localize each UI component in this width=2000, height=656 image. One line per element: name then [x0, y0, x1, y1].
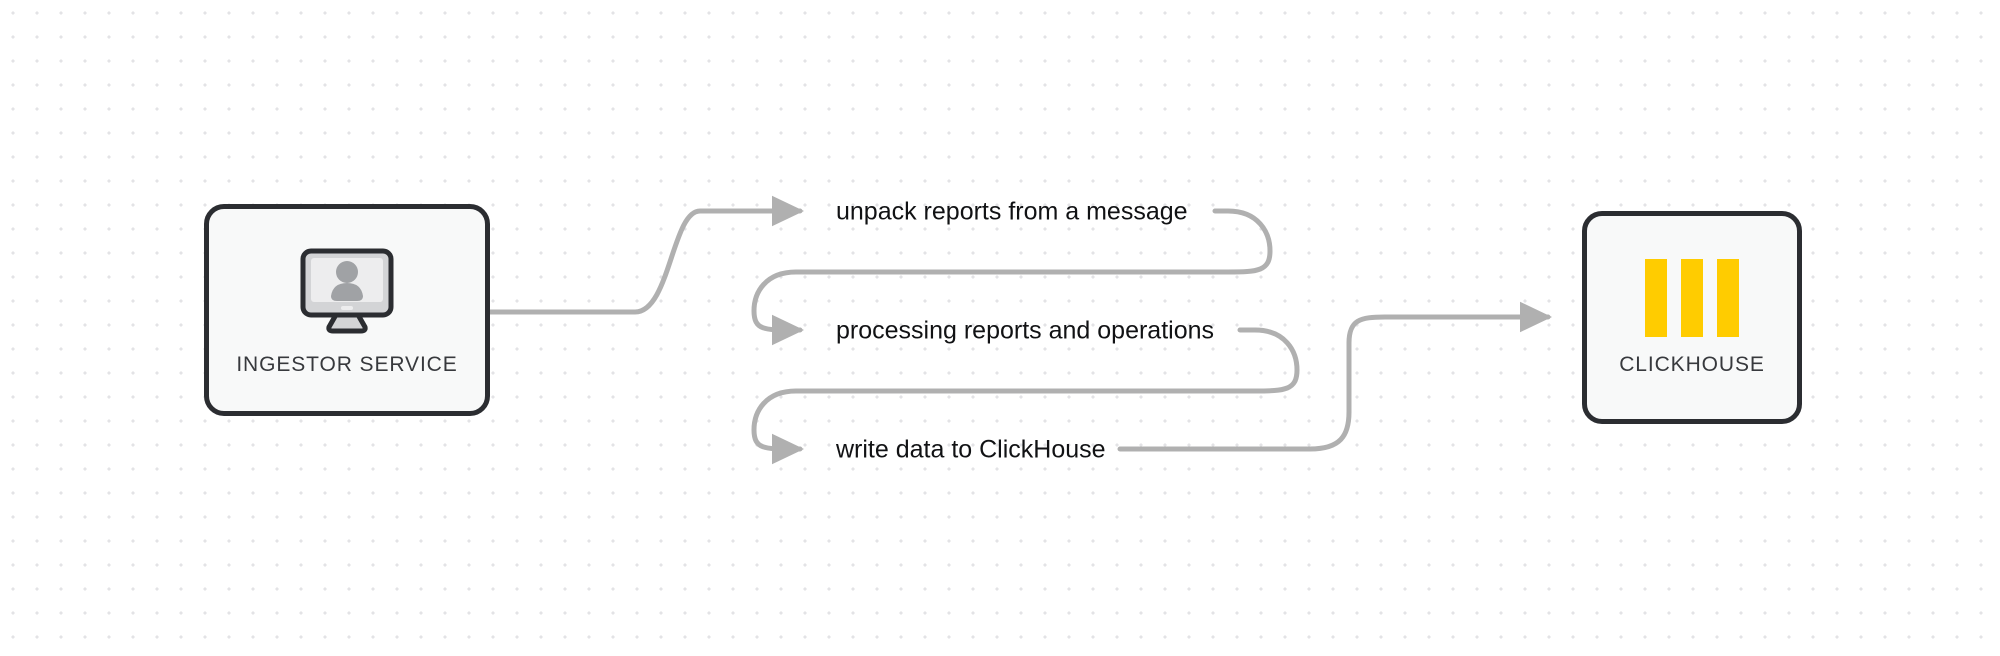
edge-path-row3-to-clickhouse: [1117, 301, 1553, 452]
edge-label-write-data: write data to ClickHouse: [836, 435, 1106, 464]
node-ingestor-service[interactable]: INGESTOR SERVICE: [204, 204, 490, 416]
edge-label-processing-reports: processing reports and operations: [836, 316, 1215, 345]
clickhouse-logo-icon: [1645, 258, 1739, 337]
node-clickhouse[interactable]: CLICKHOUSE: [1582, 211, 1802, 424]
node-label-ingestor-service: INGESTOR SERVICE: [236, 353, 458, 376]
monitor-user-icon: [300, 248, 394, 334]
clickhouse-bar-1: [1645, 258, 1667, 337]
node-label-clickhouse: CLICKHOUSE: [1619, 352, 1765, 376]
edge-label-unpack-reports: unpack reports from a message: [836, 197, 1188, 226]
clickhouse-bar-3: [1717, 258, 1739, 337]
edge-path-row1-to-row2: [751, 208, 1273, 346]
edge-path-ingestor-to-row1: [487, 195, 805, 315]
edge-path-row2-to-row3: [751, 327, 1300, 465]
clickhouse-bar-2: [1681, 258, 1703, 337]
